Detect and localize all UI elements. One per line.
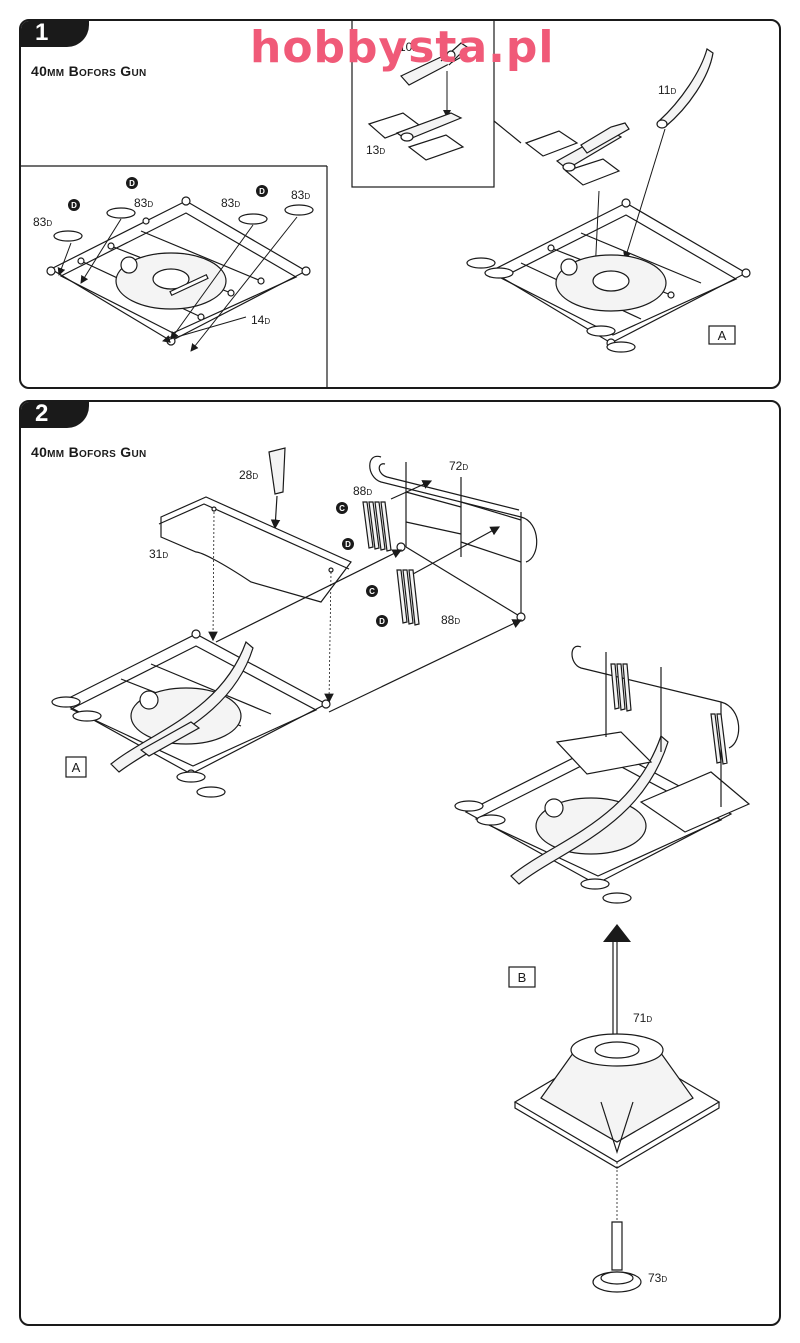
label-83-b: 83D xyxy=(134,196,153,210)
part-88-group-b xyxy=(396,569,420,626)
badge-c-2: C xyxy=(366,585,378,597)
label-10: 10D xyxy=(399,40,418,54)
svg-text:D: D xyxy=(71,201,77,210)
inset-frame xyxy=(351,21,495,188)
frame-right xyxy=(466,198,751,353)
part-28 xyxy=(268,447,286,495)
assembly-a xyxy=(51,629,331,798)
svg-text:D: D xyxy=(129,179,135,188)
part-88-group-a xyxy=(362,501,392,552)
step-1-diagram: D D D A 10D 13D 11D xyxy=(21,21,751,387)
badge-d-2: D xyxy=(126,177,138,189)
label-11: 11D xyxy=(658,83,676,97)
result-label-b: B xyxy=(518,970,527,985)
label-28: 28D xyxy=(239,468,258,482)
part-13 xyxy=(367,112,465,161)
up-arrow-head xyxy=(603,924,631,942)
step-2-title: 40mm Bofors Gun xyxy=(31,444,147,460)
label-13: 13D xyxy=(366,143,385,157)
frame-left xyxy=(46,196,311,346)
badge-d-4: D xyxy=(342,538,354,550)
watermark: hobbysta.pl xyxy=(250,22,555,73)
label-31: 31D xyxy=(149,547,168,561)
label-88-b: 88D xyxy=(441,613,460,627)
part-83-group xyxy=(53,204,314,242)
badge-d-5: D xyxy=(376,615,388,627)
result-box-a xyxy=(708,325,736,345)
badge-d-1: D xyxy=(68,199,80,211)
svg-text:C: C xyxy=(369,587,375,596)
badge-d-3: D xyxy=(256,185,268,197)
badge-c-1: C xyxy=(336,502,348,514)
part-31 xyxy=(158,496,352,603)
svg-text:C: C xyxy=(339,504,345,513)
svg-text:D: D xyxy=(259,187,265,196)
input-box-a xyxy=(65,756,87,778)
part-11 xyxy=(656,48,714,129)
label-83-c: 83D xyxy=(221,196,240,210)
cradle-assembly xyxy=(524,122,630,186)
result-label-a: A xyxy=(718,328,727,343)
label-72: 72D xyxy=(449,459,468,473)
input-label-a: A xyxy=(72,760,81,775)
label-83-a: 83D xyxy=(33,215,52,229)
label-83-d: 83D xyxy=(291,188,310,202)
label-73: 73D xyxy=(648,1271,667,1285)
step-2-diagram: C D C D A xyxy=(51,447,751,1293)
svg-text:D: D xyxy=(345,540,351,549)
part-71 xyxy=(513,1033,721,1169)
part-73 xyxy=(592,1221,642,1293)
result-box-b xyxy=(508,966,536,988)
svg-text:D: D xyxy=(379,617,385,626)
assembly-b xyxy=(454,645,751,904)
label-88-a: 88D xyxy=(353,484,372,498)
step-1-panel: 1 40mm Bofors Gun xyxy=(19,19,781,389)
step-2-number: 2 xyxy=(21,402,89,428)
step-1-number: 1 xyxy=(21,21,89,47)
label-14: 14D xyxy=(251,313,270,327)
step-1-title: 40mm Bofors Gun xyxy=(31,63,147,79)
part-10 xyxy=(400,42,468,86)
label-71: 71D xyxy=(633,1011,652,1025)
step-2-panel: 2 40mm Bofors Gun xyxy=(19,400,781,1326)
part-72 xyxy=(369,455,538,622)
